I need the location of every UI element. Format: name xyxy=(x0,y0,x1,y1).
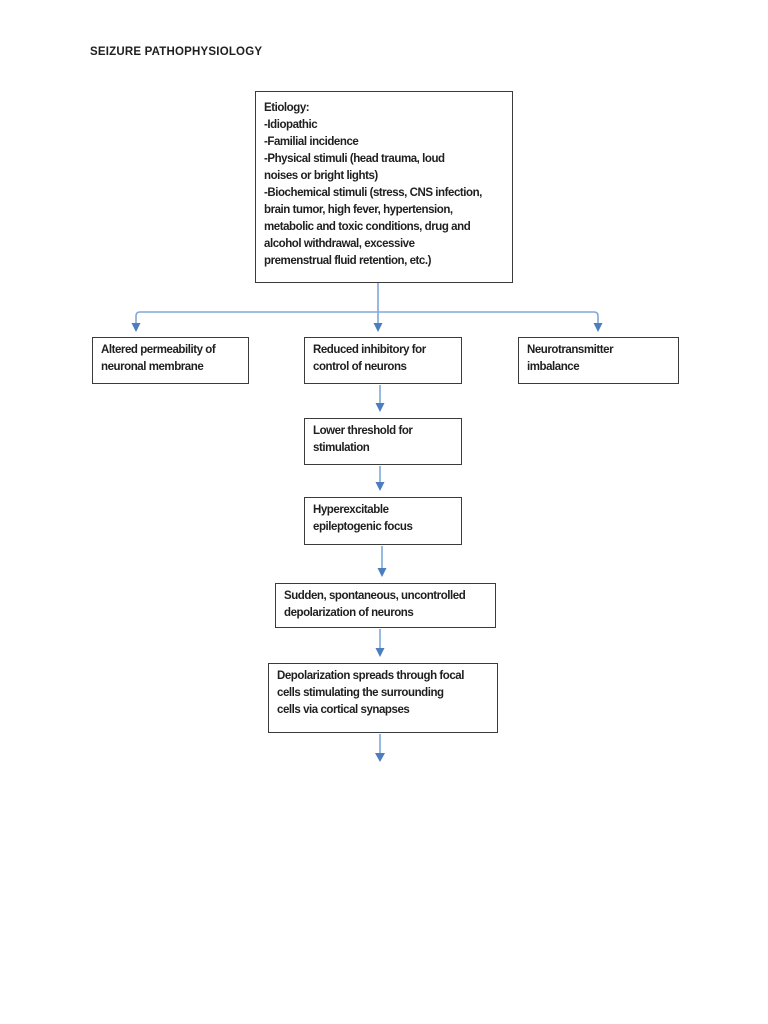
flow-node-hyperexcitable-focus: Hyperexcitable epileptogenic focus xyxy=(304,497,462,545)
arrow-lower-to-hyper xyxy=(375,466,385,491)
flow-node-neurotransmitter-imbalance: Neurotransmitter imbalance xyxy=(518,337,679,384)
flow-node-reduced-inhibitory: Reduced inhibitory for control of neuron… xyxy=(304,337,462,384)
arrow-reduced-to-lower xyxy=(375,385,385,412)
arrow-etiology-to-branches xyxy=(373,283,383,332)
arrow-hyper-to-sudden xyxy=(377,546,387,577)
arrow-depol-continues xyxy=(375,734,385,762)
flow-node-etiology: Etiology: -Idiopathic -Familial incidenc… xyxy=(255,91,513,283)
flow-node-depolarization-spreads: Depolarization spreads through focal cel… xyxy=(268,663,498,733)
flow-node-altered-permeability: Altered permeability of neuronal membran… xyxy=(92,337,249,384)
arrow-branch-right xyxy=(378,311,603,332)
page-title: SEIZURE PATHOPHYSIOLOGY xyxy=(90,46,263,58)
arrow-branch-left xyxy=(131,311,378,332)
flow-node-sudden-depolarization: Sudden, spontaneous, uncontrolled depola… xyxy=(275,583,496,628)
flow-node-lower-threshold: Lower threshold for stimulation xyxy=(304,418,462,465)
arrow-sudden-to-depol xyxy=(375,629,385,657)
